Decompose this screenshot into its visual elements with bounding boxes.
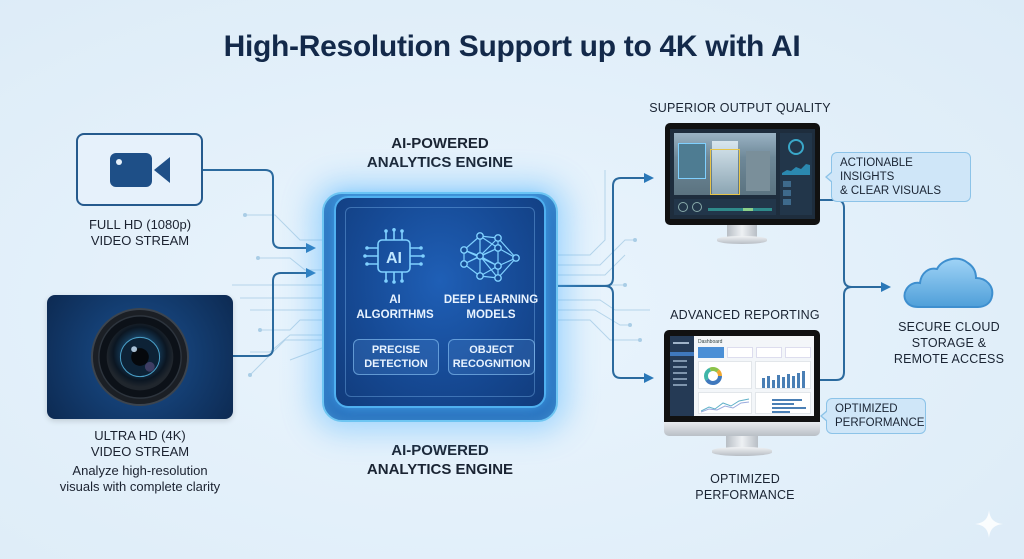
feature-precise-detection-1: PRECISE	[371, 344, 421, 356]
surveillance-monitor	[665, 123, 820, 244]
ultra-hd-desc-2: visuals with complete clarity	[59, 479, 221, 494]
callout-actionable-insights-1: ACTIONABLE INSIGHTS	[840, 157, 913, 183]
engine-title-bottom-1: AI-POWERED	[391, 442, 489, 459]
engine-title-top-2: ANALYTICS ENGINE	[366, 154, 514, 171]
dashboard-screen: Dashboard	[670, 336, 814, 416]
module-deep-learning: DEEP LEARNING MODELS	[443, 293, 539, 323]
cloud-caption: SECURE CLOUD STORAGE & REMOTE ACCESS	[890, 319, 1008, 367]
video-camera-icon	[110, 153, 170, 187]
ultra-hd-desc-1: Analyze high-resolution	[72, 463, 208, 478]
ultra-hd-caption: ULTRA HD (4K) VIDEO STREAM Analyze high-…	[40, 428, 240, 495]
engine-title-top-1: AI-POWERED	[391, 135, 489, 152]
bar-chart	[762, 371, 805, 388]
video-feed	[674, 133, 776, 195]
ai-chip-text: AI	[386, 250, 402, 267]
engine-title-bottom-2: ANALYTICS ENGINE	[366, 461, 514, 478]
mini-area-chart	[782, 164, 810, 175]
feature-object-recognition-1: OBJECT	[469, 344, 514, 356]
analytics-engine-panel	[334, 196, 546, 408]
page-title: High-Resolution Support up to 4K with AI	[223, 30, 801, 63]
reporting-monitor: Dashboard	[664, 330, 820, 460]
cloud-caption-3: REMOTE ACCESS	[893, 352, 1005, 366]
advanced-reporting-label: ADVANCED REPORTING	[670, 308, 820, 322]
full-hd-caption: FULL HD (1080p) VIDEO STREAM	[60, 217, 220, 249]
feature-precise-detection-2: DETECTION	[364, 358, 428, 370]
cloud-icon	[903, 257, 994, 308]
camera-lens-icon	[91, 308, 189, 406]
optimized-performance-caption: OPTIMIZED PERFORMANCE	[650, 471, 840, 503]
ai-chip-icon: AI	[363, 228, 425, 284]
module-deep-learning-2: MODELS	[466, 309, 516, 321]
ultra-hd-stream-card	[47, 295, 233, 419]
ultra-hd-label-2: VIDEO STREAM	[90, 444, 190, 459]
surveillance-screen	[670, 129, 815, 219]
sparkle-icon	[975, 510, 1003, 538]
full-hd-label-1: FULL HD (1080p)	[88, 217, 192, 232]
superior-output-quality-label: SUPERIOR OUTPUT QUALITY	[649, 101, 831, 115]
dashboard-header: Dashboard	[698, 339, 723, 345]
optimized-performance-caption-1: OPTIMIZED	[710, 472, 780, 486]
module-deep-learning-1: DEEP LEARNING	[443, 294, 539, 306]
cloud-caption-2: STORAGE &	[911, 336, 987, 350]
feature-precise-detection: PRECISE DETECTION	[353, 339, 439, 375]
module-ai-algorithms: AI ALGORITHMS	[352, 293, 438, 323]
engine-title-top: AI-POWERED ANALYTICS ENGINE	[330, 134, 550, 172]
dashboard-sidebar	[670, 336, 694, 416]
module-ai-algorithms-1: AI	[389, 294, 401, 306]
donut-chart	[704, 367, 722, 385]
module-ai-algorithms-2: ALGORITHMS	[356, 309, 434, 321]
callout-actionable-insights-2: & CLEAR VISUALS	[840, 185, 941, 197]
feature-object-recognition-2: RECOGNITION	[452, 358, 531, 370]
analytics-engine-frame	[345, 207, 535, 397]
full-hd-stream-card	[76, 133, 203, 206]
cloud-caption-1: SECURE CLOUD	[898, 320, 1000, 334]
optimized-performance-caption-2: PERFORMANCE	[695, 488, 795, 502]
feature-object-recognition: OBJECT RECOGNITION	[448, 339, 535, 375]
neural-network-icon	[460, 232, 520, 282]
ultra-hd-label-1: ULTRA HD (4K)	[94, 428, 186, 443]
callout-optimized-performance-1: OPTIMIZED	[835, 403, 898, 415]
callout-optimized-performance-2: PERFORMANCE	[835, 417, 925, 429]
callout-optimized-performance: OPTIMIZED PERFORMANCE	[820, 398, 926, 434]
engine-title-bottom: AI-POWERED ANALYTICS ENGINE	[330, 441, 550, 479]
line-chart	[701, 398, 750, 413]
callout-actionable-insights: ACTIONABLE INSIGHTS & CLEAR VISUALS	[825, 152, 971, 202]
full-hd-label-2: VIDEO STREAM	[90, 233, 190, 248]
